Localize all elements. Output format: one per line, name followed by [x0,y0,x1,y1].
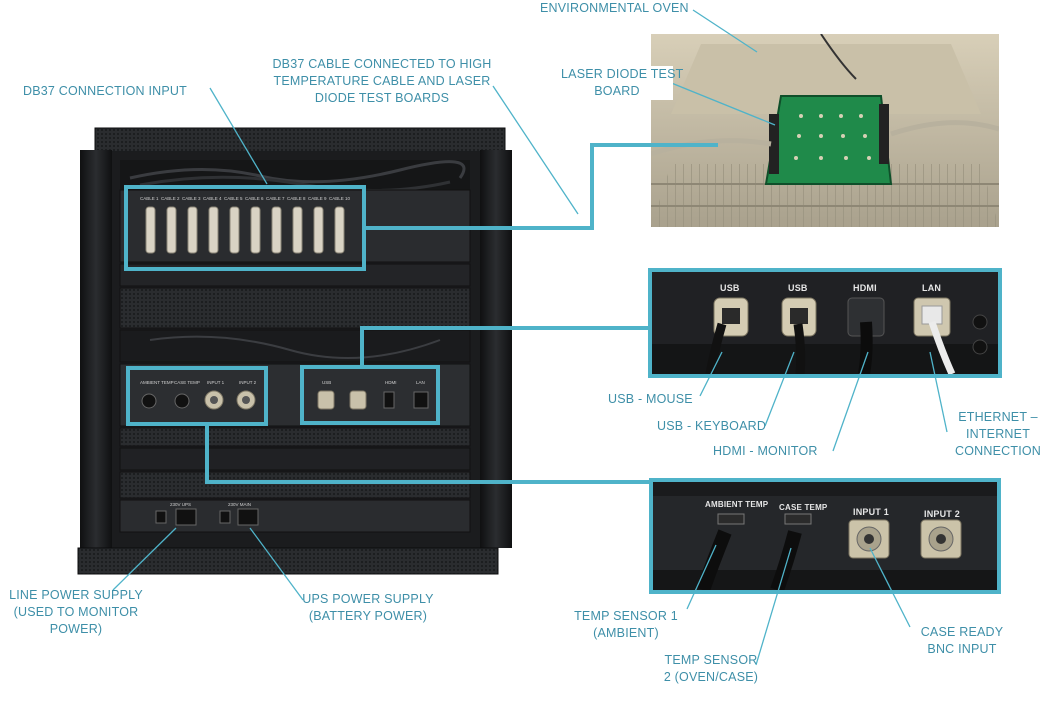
ethernet-line2: INTERNET [965,427,1031,441]
hdmi-monitor-label: HDMI - MONITOR [713,444,818,458]
temp2-line2: 2 (OVEN/CASE) [663,670,759,684]
line-power-leader [112,527,177,591]
bnc-leader [869,547,911,628]
temp-sensor-2-label: TEMP SENSOR 2 (OVEN/CASE) [655,652,767,686]
db37-cable-line1: DB37 CABLE CONNECTED TO HIGH [272,57,492,71]
temp-ambient-label: AMBIENT TEMP [705,500,769,509]
db37-input-leader [209,87,268,185]
ups-power-label: UPS POWER SUPPLY (BATTERY POWER) [292,591,444,625]
temp2-leader [755,547,792,666]
db37-cable-label: DB37 CABLE CONNECTED TO HIGH TEMPERATURE… [268,56,496,107]
hdmi-leader [832,351,869,452]
laser-board-line1: LASER DIODE TEST [561,67,684,81]
db37-to-oven-line [364,143,718,230]
usb-io-highlight-box [300,365,440,425]
temp-case-label: CASE TEMP [779,503,828,512]
rack-cable-label: CABLE 6 [245,196,264,201]
usb-keyboard-label: USB - KEYBOARD [657,419,767,433]
rack-mains-label: 230V MAIN [228,502,252,507]
usb-mouse-leader [699,351,723,397]
ups-power-line2: (BATTERY POWER) [308,609,428,623]
io-panel-photo: USB USB HDMI LAN [652,272,998,374]
case-ready-bnc-label: CASE READY BNC INPUT [912,624,1012,658]
ethernet-label: ETHERNET – INTERNET CONNECTION [950,409,1046,460]
rack-cable-label: CABLE 7 [266,196,285,201]
ups-power-line1: UPS POWER SUPPLY [302,592,434,606]
case-ready-line2: BNC INPUT [927,642,997,656]
usb-mouse-label: USB - MOUSE [608,392,693,406]
line-power-label: LINE POWER SUPPLY (USED TO MONITOR POWER… [6,587,146,638]
line-power-line2: (USED TO MONITOR [13,605,139,619]
rack-cable-label: CABLE 10 [329,196,351,201]
rack-input1-label: INPUT 1 [207,380,225,385]
oven-photo [651,34,999,227]
db37-highlight-box [124,185,366,271]
rack-cable-label: CABLE 2 [161,196,180,201]
rack-case-temp-label: CASE TEMP [174,380,200,385]
case-ready-line1: CASE READY [920,625,1004,639]
usb-to-io-photo-line [360,326,650,367]
bnc-input2-label: INPUT 2 [924,509,960,519]
temp-to-temp-photo-line [205,424,651,484]
db37-cable-line2: TEMPERATURE CABLE AND LASER [273,74,491,88]
usb-keyboard-leader [764,351,795,427]
ethernet-line3: CONNECTION [954,444,1042,458]
laser-diode-board-label: LASER DIODE TEST BOARD [561,66,684,100]
temp2-line1: TEMP SENSOR [664,653,758,667]
db37-input-label: DB37 CONNECTION INPUT [23,84,187,98]
io-hdmi-label: HDMI [853,283,877,293]
rack-cable-label: CABLE 3 [182,196,201,201]
line-power-line1: LINE POWER SUPPLY [9,588,143,602]
rack-hdmi-label: HDMI [385,380,397,385]
rack-cable-label: CABLE 9 [308,196,327,201]
rack-input2-label: INPUT 2 [239,380,257,385]
ethernet-line1: ETHERNET – [958,410,1038,424]
rack-cable-label: CABLE 8 [287,196,306,201]
temp1-line2: (AMBIENT) [593,626,659,640]
rack-ups-label: 230V UPS [170,502,192,507]
environmental-oven-label: ENVIRONMENTAL OVEN [540,1,689,15]
oven-photo-frame [651,34,999,228]
temp-sensor-1-label: TEMP SENSOR 1 (AMBIENT) [566,608,686,642]
line-power-line3: POWER) [49,622,103,636]
io-photo-frame [648,268,1002,378]
rack-usb-label: USB [322,380,332,385]
laser-board-leader [663,79,776,126]
rack-cable-label: CABLE 1 [140,196,159,201]
rack-ambient-temp-label: AMBIENT TEMP [140,380,174,385]
ups-power-leader [249,527,304,601]
io-usb2-label: USB [788,283,808,293]
ethernet-leader [929,351,948,433]
db37-cable-leader [492,85,579,215]
temp1-line1: TEMP SENSOR 1 [574,609,678,623]
laser-board-line2: BOARD [594,84,640,98]
bnc-input1-label: INPUT 1 [853,507,889,517]
io-usb1-label: USB [720,283,740,293]
temp-photo-frame [649,478,1001,594]
temp1-leader [686,544,717,610]
oven-leader [692,9,758,53]
rack-cable-label: CABLE 5 [224,196,243,201]
db37-cable-line3: DIODE TEST BOARDS [314,91,450,105]
rack-lan-label: LAN [416,380,425,385]
temp-io-highlight-box [126,366,268,426]
rack-cable-label: CABLE 4 [203,196,222,201]
io-lan-label: LAN [922,283,942,293]
